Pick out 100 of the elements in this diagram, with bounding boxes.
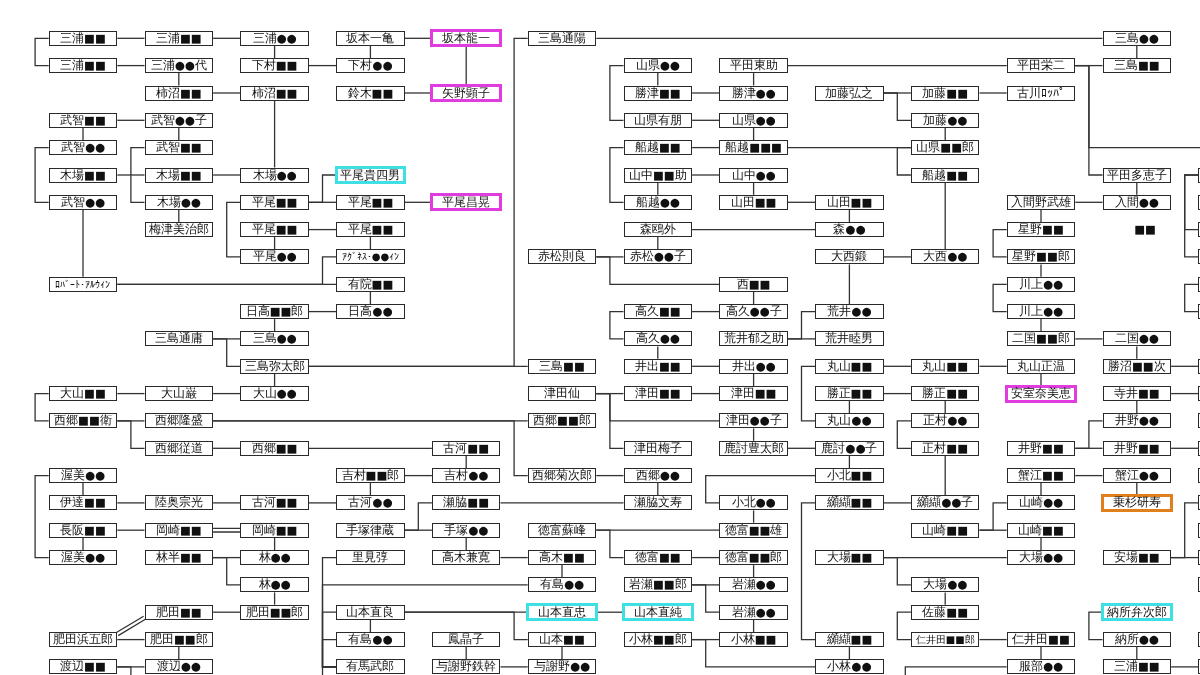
- name-box: 蟹江■■: [1006, 468, 1076, 484]
- name-box: 西郷従道: [144, 440, 214, 456]
- connector-line: [82, 537, 84, 551]
- connector-line: [1074, 201, 1104, 203]
- connector-line: [82, 482, 84, 497]
- connector-line: [321, 666, 337, 675]
- connector-line: [116, 283, 337, 285]
- name-box: 三島■■: [1102, 58, 1172, 74]
- name-box: 鈴木■■: [336, 85, 405, 101]
- connector-line: [1170, 365, 1199, 367]
- name-box: 山田■■: [815, 194, 884, 210]
- connector-line: [212, 392, 241, 395]
- name-box: 平尾■■: [240, 222, 309, 238]
- connector-line: [212, 611, 241, 613]
- name-box: 小林■■郎: [623, 632, 693, 648]
- connector-line: [609, 64, 625, 121]
- connector-line: [1184, 174, 1199, 258]
- connector-line: [1040, 646, 1042, 661]
- name-box: 三浦■■: [144, 30, 214, 46]
- name-box: 平田東助: [719, 58, 788, 74]
- connector-line: [1074, 338, 1104, 340]
- connector-line: [116, 420, 146, 449]
- name-box: 津田●●子: [719, 413, 788, 429]
- connector-line: [883, 92, 912, 121]
- name-box: 古河■■: [431, 440, 501, 456]
- name-box: 船越■■: [623, 140, 693, 156]
- name-box: 平尾■■: [336, 194, 405, 210]
- connector-line: [116, 529, 146, 531]
- name-box: 木場■■: [48, 167, 118, 183]
- name-box: 手塚●●: [431, 522, 501, 538]
- name-box: 纐纈■■: [815, 495, 884, 511]
- connector-line: [116, 666, 132, 675]
- connector-line: [116, 174, 146, 176]
- name-box: 三島●●: [240, 331, 309, 347]
- name-box: 丸山●●: [815, 413, 884, 429]
- name-box: 寺井■■: [1102, 386, 1172, 402]
- name-box: 小北●●: [719, 495, 788, 511]
- name-box: 肥田浜五郎: [48, 632, 118, 648]
- connector-line: [978, 529, 1008, 531]
- connector-line: [1074, 64, 1200, 149]
- connector-line: [978, 365, 1008, 367]
- connector-line: [212, 556, 241, 586]
- name-box: 下村●●: [336, 58, 405, 74]
- name-box: 岡崎■■: [144, 522, 214, 538]
- connector-line: [1040, 318, 1042, 333]
- name-box: 三島通庸: [144, 331, 214, 347]
- double-line: [212, 527, 241, 533]
- name-box: 山崎■■: [1006, 522, 1076, 538]
- double-line: [115, 615, 147, 637]
- connector-line: [787, 64, 1008, 67]
- name-box: 有島●●: [527, 577, 597, 593]
- name-box: 瀬脇文寿: [623, 495, 693, 511]
- name-box: 有島●●: [336, 632, 405, 648]
- connector-line: [944, 455, 946, 497]
- connector-line: [308, 228, 337, 231]
- name-box: 徳富■■雄: [719, 522, 788, 538]
- connector-line: [978, 638, 1008, 641]
- name-box: 納所●●: [1102, 632, 1172, 648]
- connector-line: [848, 263, 851, 305]
- connector-line: [116, 502, 146, 504]
- name-box: 日高■■郎: [240, 304, 309, 320]
- name-box: 渡辺■■: [48, 659, 118, 675]
- connector-line: [308, 502, 337, 504]
- name-box: 西郷■■: [240, 440, 309, 456]
- name-box: 渥美●●: [48, 468, 118, 484]
- name-box: 西郷●●: [623, 468, 693, 484]
- connector-line: [561, 564, 563, 579]
- connector-line: [883, 256, 912, 258]
- name-box: 山県■■郎: [910, 140, 980, 156]
- name-box: 纐纈●●子: [910, 495, 980, 511]
- connector-line: [1170, 666, 1199, 668]
- name-box: 西郷■■衛: [48, 413, 118, 429]
- connector-line: [691, 146, 720, 149]
- name-box: ﾛﾊﾞｰﾄ･ｱﾙｳｨﾝ: [48, 276, 118, 292]
- name-box: 与謝野鉄幹: [431, 659, 501, 675]
- name-box: 井野■■: [1102, 440, 1172, 456]
- name-box: 荒井郁之助: [719, 331, 788, 347]
- name-box: 肥田■■郎: [240, 604, 309, 620]
- name-box: 勝正■■: [910, 386, 980, 402]
- connector-line: [904, 666, 1008, 675]
- name-box: 井野■■: [1006, 440, 1076, 456]
- name-box: 山田■■: [719, 194, 788, 210]
- connector-line: [499, 556, 529, 559]
- connector-line: [691, 92, 720, 94]
- connector-line: [404, 611, 529, 641]
- connector-line: [883, 502, 912, 504]
- connector-line: [308, 447, 433, 449]
- name-box: 陸奥宗光: [144, 495, 214, 511]
- name-box: 与謝野●●: [527, 659, 597, 675]
- name-box: 船越■■■: [719, 140, 788, 156]
- connector-line: [34, 474, 50, 559]
- connector-line: [116, 64, 146, 67]
- name-box: 二国■■郎: [1006, 331, 1076, 347]
- name-box: 山県●●: [623, 58, 693, 74]
- name-box: 渥美●●: [48, 550, 118, 566]
- name-box: 山崎●●: [1006, 495, 1076, 511]
- name-box: 山本■■: [527, 632, 597, 648]
- name-box: 武智●●子: [144, 112, 214, 128]
- connector-line: [1170, 392, 1199, 395]
- name-box: 赤松則良: [527, 249, 597, 265]
